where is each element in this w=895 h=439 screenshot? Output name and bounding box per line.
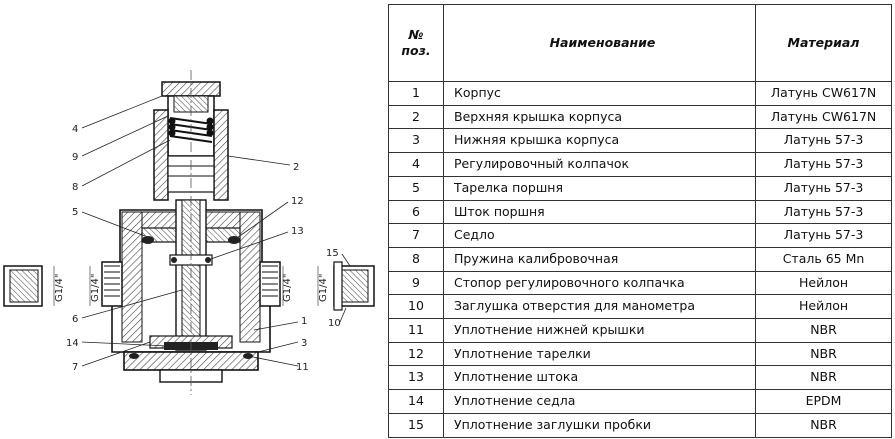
cell-name: Седло [443,223,756,248]
cell-number: 10 [388,294,444,320]
callout-14: 14 [66,338,79,349]
cell-material: Латунь 57-3 [755,152,892,177]
cell-number: 3 [388,128,444,154]
cell-material: Латунь 57-3 [755,199,892,225]
header-material: Материал [755,4,892,82]
cell-material: Нейлон [755,270,892,296]
callout-8: 8 [72,182,78,193]
thread-label: G1/4" [90,274,101,302]
callout-3: 3 [301,338,307,349]
cell-material: NBR [755,412,892,438]
cell-number: 9 [388,270,444,296]
header-number-line-1: № [408,27,424,42]
callout-7: 7 [72,362,78,373]
cell-name: Уплотнение штока [443,365,756,391]
cell-number: 2 [388,104,444,130]
cell-material: Нейлон [755,294,892,320]
cell-material: Латунь 57-3 [755,223,892,248]
cell-name: Верхняя крышка корпуса [443,104,756,130]
callout-15: 15 [326,248,339,259]
cell-number: 15 [388,412,444,438]
cell-number: 13 [388,365,444,391]
callout-13: 13 [291,226,304,237]
cell-material: NBR [755,318,892,343]
cell-material: Латунь 57-3 [755,175,892,201]
cell-name: Тарелка поршня [443,175,756,201]
cell-material: Сталь 65 Mn [755,246,892,272]
cell-name: Уплотнение заглушки пробки [443,412,756,438]
cell-name: Стопор регулировочного колпачка [443,270,756,296]
left-plug [3,265,43,307]
callout-2: 2 [293,162,299,173]
cell-material: NBR [755,365,892,391]
thread-label: G1/4" [54,274,65,302]
thread-label: G1/4" [282,274,293,302]
cell-material: EPDM [755,389,892,414]
cell-number: 11 [388,318,444,343]
callout-6: 6 [72,314,78,325]
cell-name: Корпус [443,81,756,106]
cell-name: Шток поршня [443,199,756,225]
cell-number: 5 [388,175,444,201]
callout-11: 11 [296,362,309,373]
callout-9: 9 [72,152,78,163]
cell-number: 1 [388,81,444,106]
callout-10: 10 [328,318,341,329]
cell-name: Нижняя крышка корпуса [443,128,756,154]
cell-name: Регулировочный колпачок [443,152,756,177]
cell-number: 4 [388,152,444,177]
right-plug [333,261,375,311]
cell-material: Латунь CW617N [755,81,892,106]
header-name: Наименование [443,4,756,82]
callout-1: 1 [301,316,307,327]
callout-5: 5 [72,207,78,218]
cell-number: 6 [388,199,444,225]
cell-name: Уплотнение нижней крышки [443,318,756,343]
cell-material: Латунь CW617N [755,104,892,130]
callout-4: 4 [72,124,78,135]
cell-number: 12 [388,341,444,367]
header-number-line-2: поз. [401,43,431,58]
cell-number: 8 [388,246,444,272]
callout-12: 12 [291,196,304,207]
thread-label: G1/4" [318,274,329,302]
cell-name: Уплотнение седла [443,389,756,414]
cell-material: NBR [755,341,892,367]
cell-material: Латунь 57-3 [755,128,892,154]
cell-name: Пружина калибровочная [443,246,756,272]
valve-section-drawing: G1/4" G1/4" G1/4" G1/4" 4 9 8 5 6 14 7 2… [3,70,375,395]
cell-number: 7 [388,223,444,248]
cell-number: 14 [388,389,444,414]
cell-name: Заглушка отверстия для манометра [443,294,756,320]
cell-name: Уплотнение тарелки [443,341,756,367]
